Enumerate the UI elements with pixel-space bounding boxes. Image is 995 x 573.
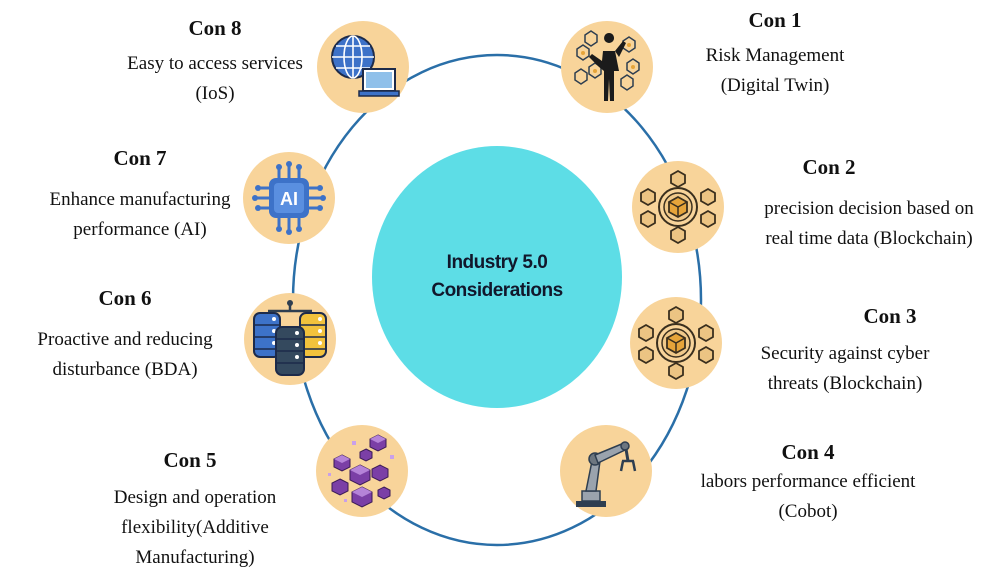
digital-twin-icon bbox=[574, 30, 640, 101]
con-8-title: Con 8 bbox=[188, 16, 242, 40]
node-con-8 bbox=[317, 21, 409, 113]
con-1-label: Con 1 Risk Management (Digital Twin) bbox=[680, 8, 870, 101]
con-7-desc-line1: Enhance manufacturing bbox=[49, 189, 231, 210]
node-con-5 bbox=[316, 425, 408, 517]
svg-text:AI: AI bbox=[280, 189, 298, 209]
con-6-desc-line1: Proactive and reducing bbox=[37, 329, 213, 350]
con-8-label: Con 8 Easy to access services (IoS) bbox=[100, 16, 330, 109]
con-4-label: Con 4 labors performance efficient (Cobo… bbox=[678, 440, 938, 527]
blockchain-icon bbox=[640, 169, 716, 245]
ai-chip-icon: AI bbox=[252, 161, 326, 235]
con-3-title: Con 3 bbox=[863, 304, 917, 328]
con-1-title: Con 1 bbox=[748, 8, 802, 32]
blockchain-icon bbox=[638, 305, 714, 381]
center-title-line1: Industry 5.0 bbox=[446, 251, 548, 273]
con-3-desc-line1: Security against cyber bbox=[760, 343, 930, 364]
con-6-title: Con 6 bbox=[98, 286, 152, 310]
con-2-label: Con 2 precision decision based on real t… bbox=[745, 155, 993, 254]
node-con-6 bbox=[244, 293, 336, 385]
con-5-desc-line2: flexibility(Additive bbox=[121, 517, 269, 538]
center-circle: Industry 5.0 Considerations bbox=[372, 146, 622, 408]
con-7-title: Con 7 bbox=[113, 146, 167, 170]
con-5-label: Con 5 Design and operation flexibility(A… bbox=[55, 448, 335, 573]
con-4-desc-line2: (Cobot) bbox=[778, 501, 838, 522]
globe-computer-icon bbox=[331, 35, 400, 97]
con-3-desc-line2: threats (Blockchain) bbox=[767, 373, 923, 394]
node-con-3 bbox=[630, 297, 722, 389]
node-con-1 bbox=[561, 21, 653, 113]
robot-arm-icon bbox=[576, 441, 637, 507]
con-5-desc-line1: Design and operation bbox=[113, 487, 277, 508]
center-title-line2: Considerations bbox=[431, 280, 563, 301]
con-2-desc-line1: precision decision based on bbox=[764, 198, 974, 219]
con-4-title: Con 4 bbox=[781, 440, 835, 464]
con-8-desc-line2: (IoS) bbox=[195, 83, 235, 104]
con-8-desc-line1: Easy to access services bbox=[127, 53, 303, 74]
database-icon bbox=[253, 300, 327, 376]
node-con-7: AI bbox=[243, 152, 335, 244]
node-con-4 bbox=[560, 425, 652, 517]
additive-cubes-icon bbox=[328, 434, 394, 508]
con-2-title: Con 2 bbox=[802, 155, 856, 179]
con-1-desc-line1: Risk Management bbox=[705, 45, 845, 66]
con-6-desc-line2: disturbance (BDA) bbox=[52, 359, 198, 380]
con-6-label: Con 6 Proactive and reducing disturbance… bbox=[5, 286, 245, 385]
con-7-label: Con 7 Enhance manufacturing performance … bbox=[15, 146, 265, 245]
con-4-desc-line1: labors performance efficient bbox=[700, 471, 916, 492]
con-1-desc-line2: (Digital Twin) bbox=[720, 75, 830, 96]
con-5-title: Con 5 bbox=[163, 448, 217, 472]
con-3-label: Con 3 Security against cyber threats (Bl… bbox=[735, 304, 955, 399]
con-7-desc-line2: performance (AI) bbox=[73, 219, 207, 240]
con-2-desc-line2: real time data (Blockchain) bbox=[765, 228, 973, 249]
con-5-desc-line3: Manufacturing) bbox=[135, 547, 255, 568]
node-con-2 bbox=[632, 161, 724, 253]
